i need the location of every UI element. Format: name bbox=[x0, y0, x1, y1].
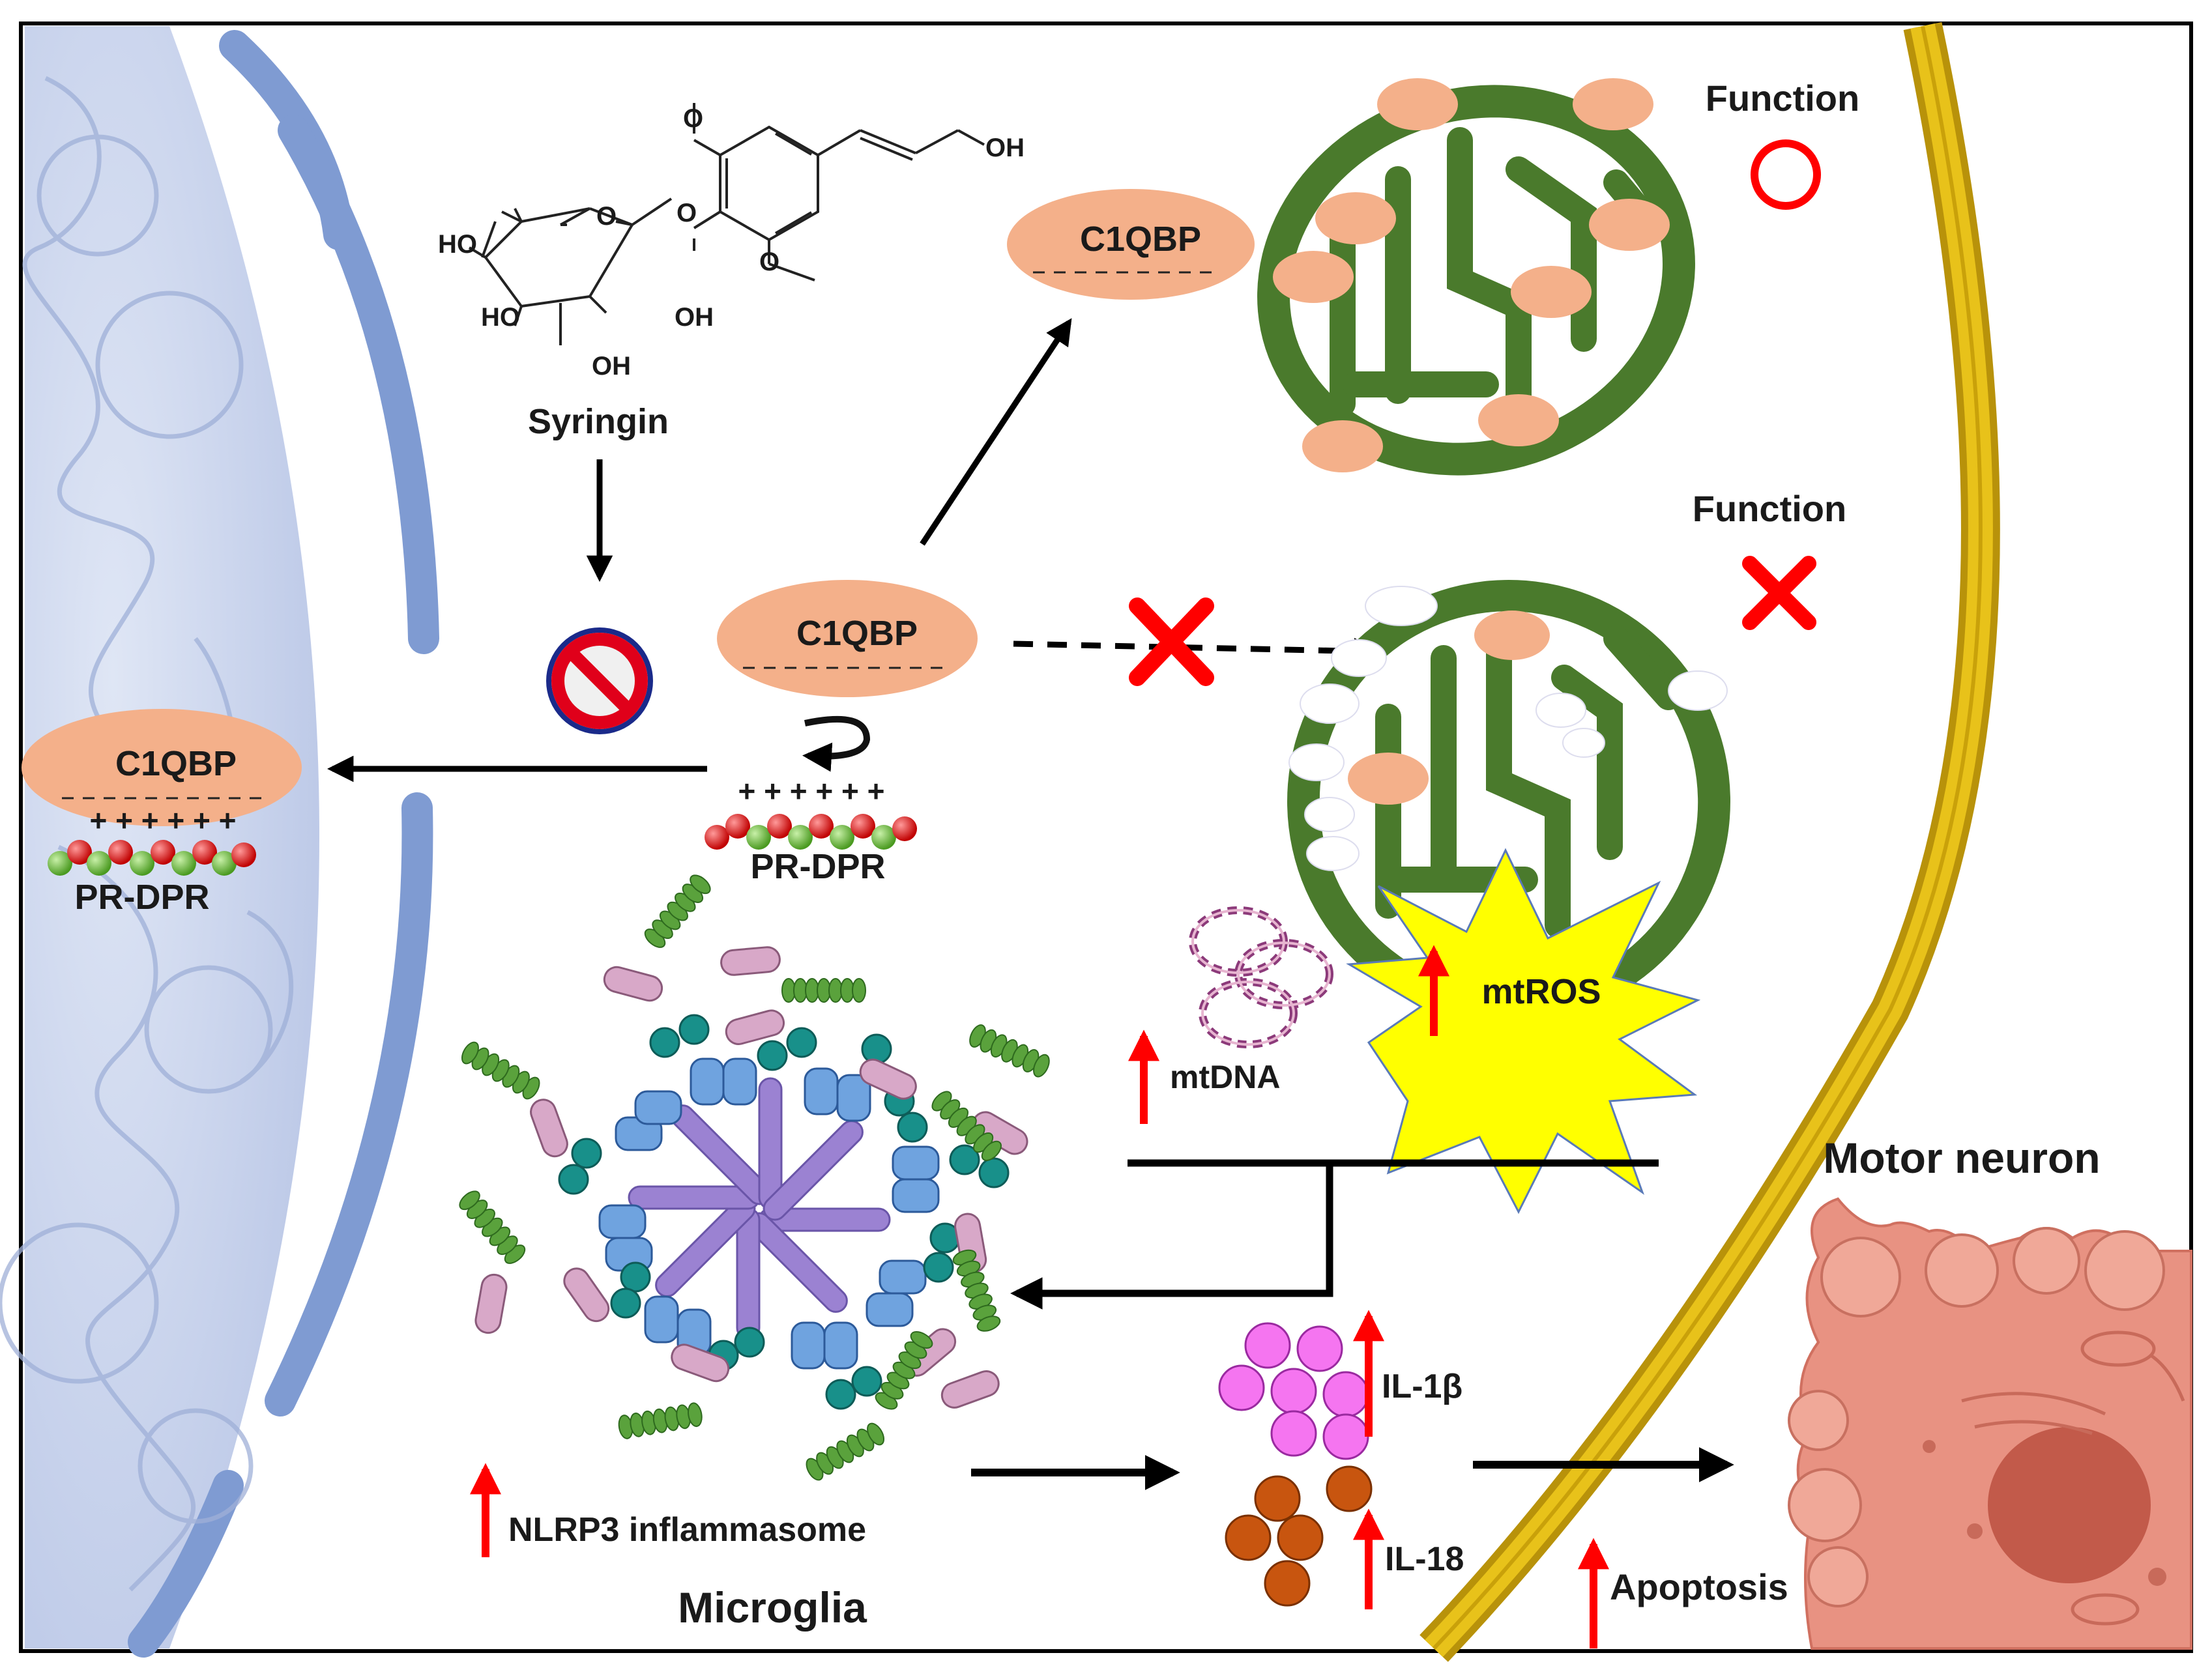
pr-dpr-beads-center bbox=[705, 814, 917, 850]
charges-center: + + + + + + bbox=[738, 774, 884, 808]
atom-ring-o: O bbox=[596, 202, 617, 231]
il1b-particles bbox=[1218, 1322, 1369, 1460]
function-ok-circle-icon bbox=[1751, 139, 1821, 210]
axon-membrane bbox=[1419, 22, 2000, 1662]
atom-oh-c3: OH bbox=[592, 352, 631, 381]
nlrp3-label: NLRP3 inflammasome bbox=[508, 1511, 866, 1549]
c1qbp-left: C1QBP bbox=[22, 709, 302, 826]
mtdna-rings-icon bbox=[1189, 906, 1333, 1048]
motor-neuron-label: Motor neuron bbox=[1823, 1134, 2100, 1182]
atom-oh-c2: OH bbox=[675, 303, 714, 332]
pr-dpr-beads-left bbox=[48, 840, 256, 876]
arrow-to-c1qbp-top bbox=[920, 318, 1072, 546]
apoptosis-label: Apoptosis bbox=[1610, 1566, 1788, 1607]
syringin-atom-labels: O OH O O O HO HO OH OH bbox=[438, 104, 1025, 381]
syringin-label: Syringin bbox=[528, 402, 669, 441]
c1qbp-top-label: C1QBP bbox=[1080, 220, 1201, 259]
syringin-structure bbox=[468, 103, 985, 345]
microglia-label: Microglia bbox=[678, 1583, 867, 1632]
mitochondrion-healthy bbox=[1257, 78, 1695, 476]
atom-ho-ch2: HO bbox=[438, 230, 477, 259]
c1qbp-center: C1QBP bbox=[717, 580, 978, 697]
c1qbp-top: C1QBP bbox=[1007, 189, 1255, 300]
function-top-label: Function bbox=[1706, 78, 1859, 119]
atom-ho-c4: HO bbox=[481, 303, 520, 332]
il1b-label: IL-1β bbox=[1382, 1368, 1463, 1405]
dashed-arrow-to-damaged-mito bbox=[1013, 638, 1381, 665]
nlrp3-inflammasome-icon bbox=[459, 874, 1050, 1481]
mtros-label: mtROS bbox=[1481, 972, 1601, 1011]
c1qbp-left-label: C1QBP bbox=[115, 744, 237, 783]
motor-neuron-cell bbox=[1788, 1197, 2192, 1650]
mtdna-label: mtDNA bbox=[1170, 1059, 1280, 1095]
atom-oh-allyl: OH bbox=[985, 134, 1025, 162]
binding-curved-arrow bbox=[802, 715, 871, 772]
neuron-nucleus bbox=[1988, 1427, 2151, 1583]
atom-o-methoxy-lower: O bbox=[759, 248, 779, 276]
il18-particles bbox=[1225, 1465, 1373, 1607]
function-lost-cross-icon bbox=[1742, 556, 1816, 630]
atom-o-methoxy: O bbox=[683, 104, 703, 133]
charges-left: + + + + + + bbox=[89, 803, 236, 837]
pr-dpr-center-label: PR-DPR bbox=[750, 847, 885, 886]
c1qbp-center-label: C1QBP bbox=[796, 614, 918, 653]
il18-label: IL-18 bbox=[1385, 1540, 1464, 1578]
outer-border bbox=[19, 22, 2193, 1653]
mtros-starburst: mtROS bbox=[1346, 848, 1701, 1215]
cell-nucleus bbox=[0, 26, 439, 1658]
prohibition-icon bbox=[546, 627, 653, 734]
pr-dpr-left-label: PR-DPR bbox=[74, 878, 209, 917]
merge-connector bbox=[1010, 1159, 1659, 1310]
atom-glyco-o: O bbox=[677, 199, 697, 227]
blocked-cross-icon bbox=[1129, 597, 1214, 686]
function-bottom-label: Function bbox=[1693, 488, 1846, 529]
